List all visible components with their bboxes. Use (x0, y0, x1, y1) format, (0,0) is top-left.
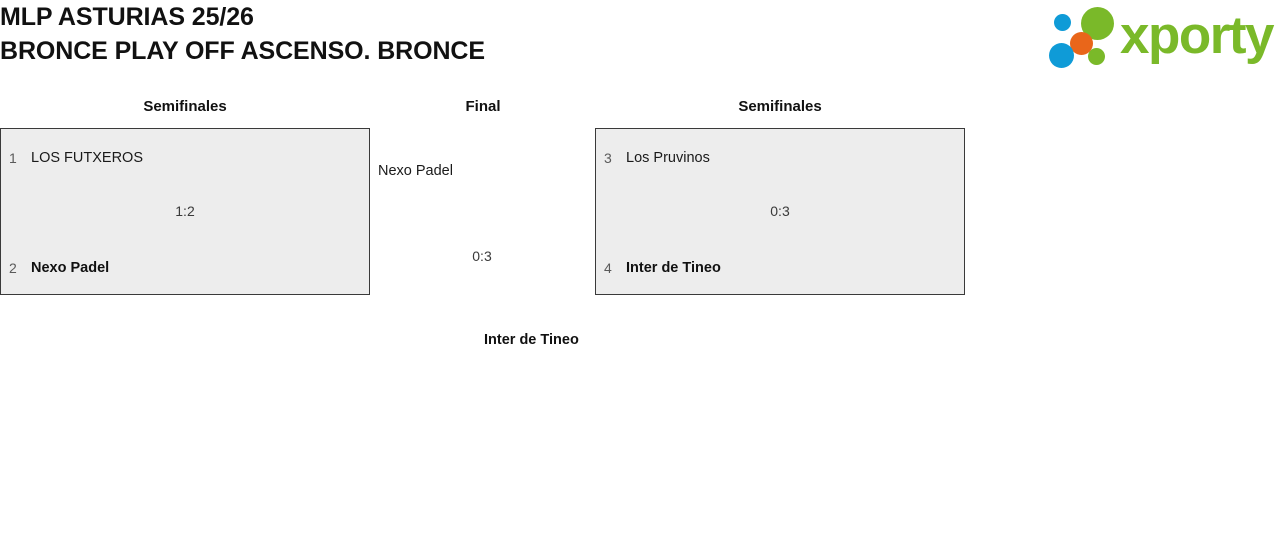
logo-dots-icon (1044, 6, 1118, 68)
page-title-line-2: BRONCE PLAY OFF ASCENSO. BRONCE (0, 37, 485, 65)
match-score: 0:3 (770, 203, 790, 219)
xporty-logo[interactable]: xporty (1044, 4, 1274, 70)
page-title-line-1: MLP ASTURIAS 25/26 (0, 3, 254, 31)
competitor-seed: 1 (9, 150, 17, 166)
logo-dot-blue-large (1049, 43, 1074, 68)
final-competitor-top[interactable]: Nexo Padel (378, 163, 453, 179)
match-competitor-row[interactable]: 4 Inter de Tineo (604, 258, 956, 278)
match-semifinal-left[interactable]: 1 LOS FUTXEROS 1:2 2 Nexo Padel (0, 128, 370, 295)
logo-dot-blue-small (1054, 14, 1071, 31)
logo-dot-orange (1070, 32, 1093, 55)
competitor-seed: 3 (604, 150, 612, 166)
final-score: 0:3 (472, 248, 492, 264)
match-score: 1:2 (175, 203, 195, 219)
round-heading-semifinal-left: Semifinales (143, 98, 227, 115)
competitor-seed: 2 (9, 260, 17, 276)
match-competitor-row[interactable]: 1 LOS FUTXEROS (9, 148, 361, 168)
competitor-name: LOS FUTXEROS (31, 150, 143, 166)
page-title: MLP ASTURIAS 25/26 BRONCE PLAY OFF ASCEN… (0, 0, 900, 68)
competitor-name: Inter de Tineo (626, 260, 721, 276)
competitor-name: Los Pruvinos (626, 150, 710, 166)
competitor-name: Nexo Padel (31, 260, 110, 276)
match-competitor-row[interactable]: 3 Los Pruvinos (604, 148, 956, 168)
round-heading-final: Final (465, 98, 501, 115)
competitor-seed: 4 (604, 260, 612, 276)
logo-wordmark: xporty (1120, 6, 1274, 65)
match-semifinal-right[interactable]: 3 Los Pruvinos 0:3 4 Inter de Tineo (595, 128, 965, 295)
round-heading-semifinal-right: Semifinales (738, 98, 822, 115)
match-competitor-row[interactable]: 2 Nexo Padel (9, 258, 361, 278)
final-competitor-bottom-champion[interactable]: Inter de Tineo (484, 332, 579, 348)
logo-dot-green-small (1088, 48, 1105, 65)
